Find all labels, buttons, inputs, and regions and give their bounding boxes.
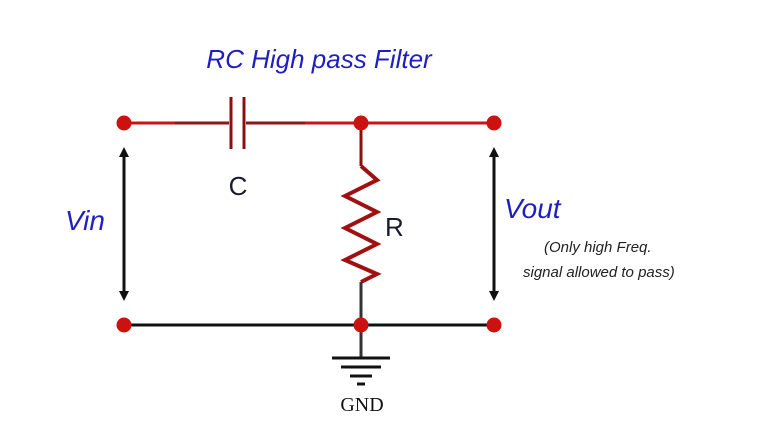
node-input-top — [116, 115, 132, 131]
output-note-line2: signal allowed to pass) — [523, 264, 675, 281]
capacitor-label: C — [229, 171, 248, 201]
node-input-bottom — [116, 317, 132, 333]
vin-label: Vin — [65, 205, 105, 236]
resistor-label: R — [385, 212, 404, 242]
capacitor-symbol — [229, 97, 246, 149]
ground-symbol — [332, 325, 390, 386]
resistor-symbol — [340, 123, 382, 325]
node-output-bottom — [486, 317, 502, 333]
ground-label: GND — [340, 394, 383, 416]
node-output-top — [486, 115, 502, 131]
node-junction-bottom — [353, 317, 369, 333]
diagram-title: RC High pass Filter — [206, 44, 433, 74]
node-junction-top — [353, 115, 369, 131]
output-note-line1: (Only high Freq. — [544, 239, 652, 256]
vout-label: Vout — [504, 193, 562, 224]
